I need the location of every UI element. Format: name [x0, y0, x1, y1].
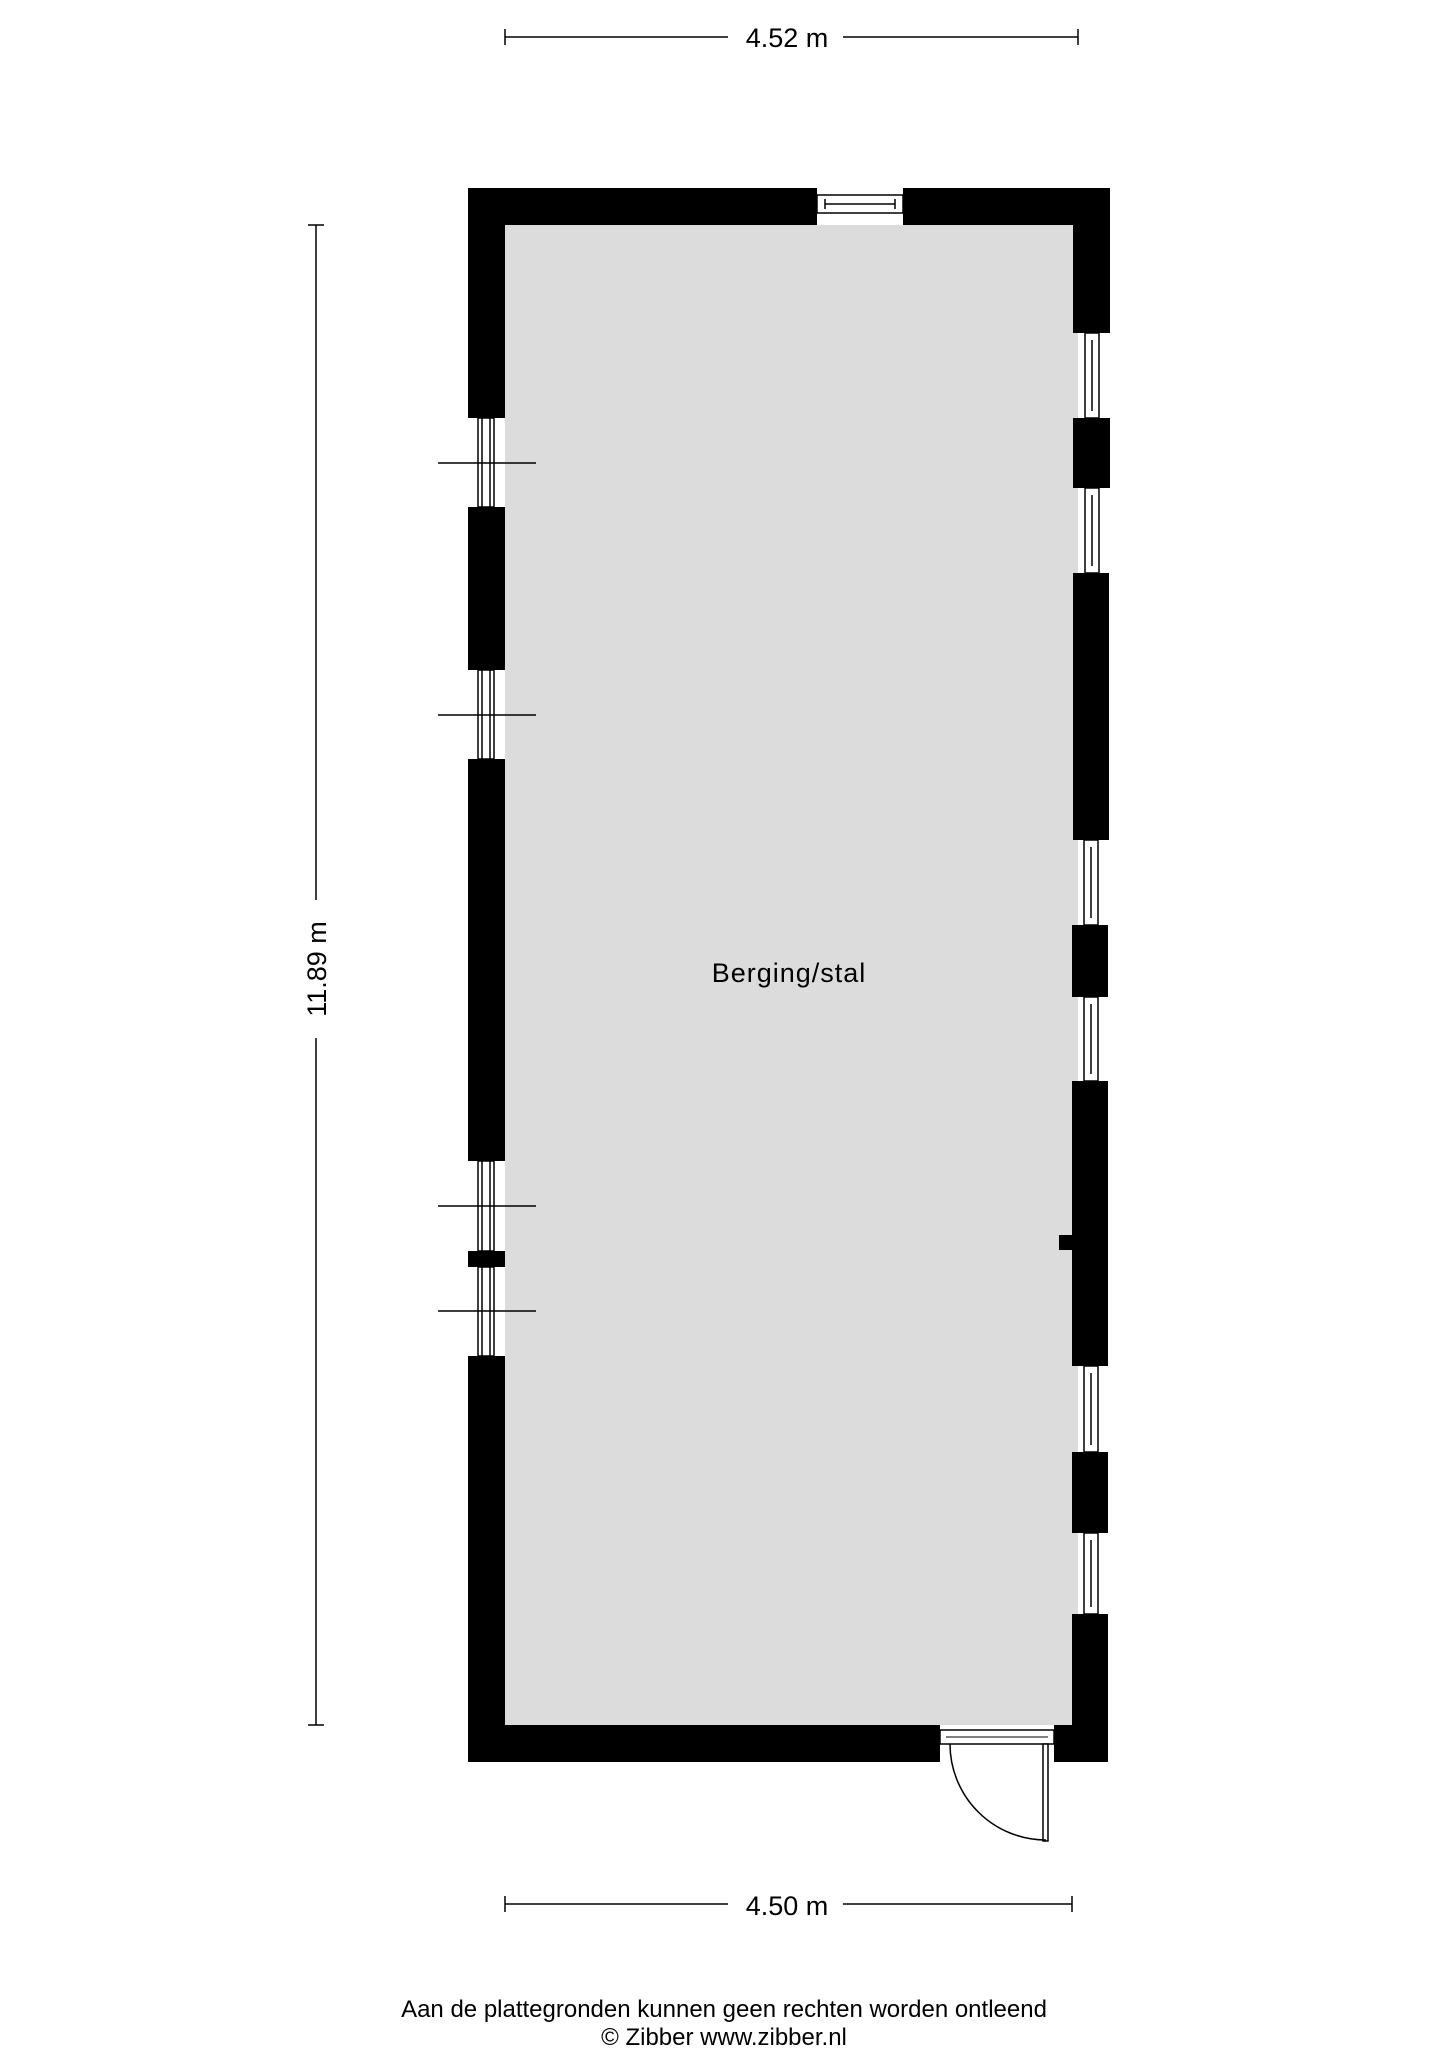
footer-disclaimer: Aan de plattegronden kunnen geen rechten…: [401, 1996, 1047, 2023]
window-right-1: [1084, 332, 1100, 419]
walls: [468, 188, 1110, 1762]
door-leaf: [1042, 1743, 1049, 1842]
wall-left-4: [468, 1251, 505, 1267]
window-right-5: [1083, 1365, 1099, 1453]
dimension-left-label: 11.89 m: [302, 921, 332, 1017]
wall-left-3: [468, 759, 505, 1161]
dimension-bottom-label: 4.50 m: [746, 1891, 829, 1921]
window-right-2: [1084, 487, 1100, 574]
wall-left-5: [468, 1356, 505, 1762]
door-swing-arc: [949, 1743, 1047, 1841]
room-label: Berging/stal: [712, 958, 867, 988]
footer-copyright: © Zibber www.zibber.nl: [601, 2024, 847, 2051]
wall-top-left: [468, 188, 817, 225]
window-top: [816, 194, 904, 214]
window-sash-lines: [438, 462, 536, 1312]
wall-left-1: [468, 188, 505, 418]
window-right-4: [1083, 996, 1099, 1082]
wall-right-1: [1073, 188, 1110, 333]
dimension-bottom: 4.50 m: [504, 1891, 1073, 1921]
wall-bottom-right: [1054, 1725, 1108, 1762]
wall-right-2: [1073, 418, 1110, 488]
wall-right-stub: [1059, 1235, 1075, 1250]
wall-right-6: [1072, 1452, 1108, 1533]
window-right-6: [1083, 1532, 1099, 1615]
room-floor: [505, 225, 1078, 1725]
wall-left-2: [468, 507, 505, 670]
wall-right-3: [1073, 573, 1109, 840]
window-right-3: [1083, 839, 1099, 926]
wall-right-5: [1072, 1081, 1108, 1366]
dimension-top-label: 4.52 m: [746, 23, 829, 53]
door: [939, 1729, 1055, 1842]
wall-bottom-left: [468, 1725, 940, 1762]
dimension-left: 11.89 m: [302, 224, 332, 1726]
dimension-top: 4.52 m: [504, 23, 1079, 53]
wall-right-4: [1072, 925, 1108, 997]
